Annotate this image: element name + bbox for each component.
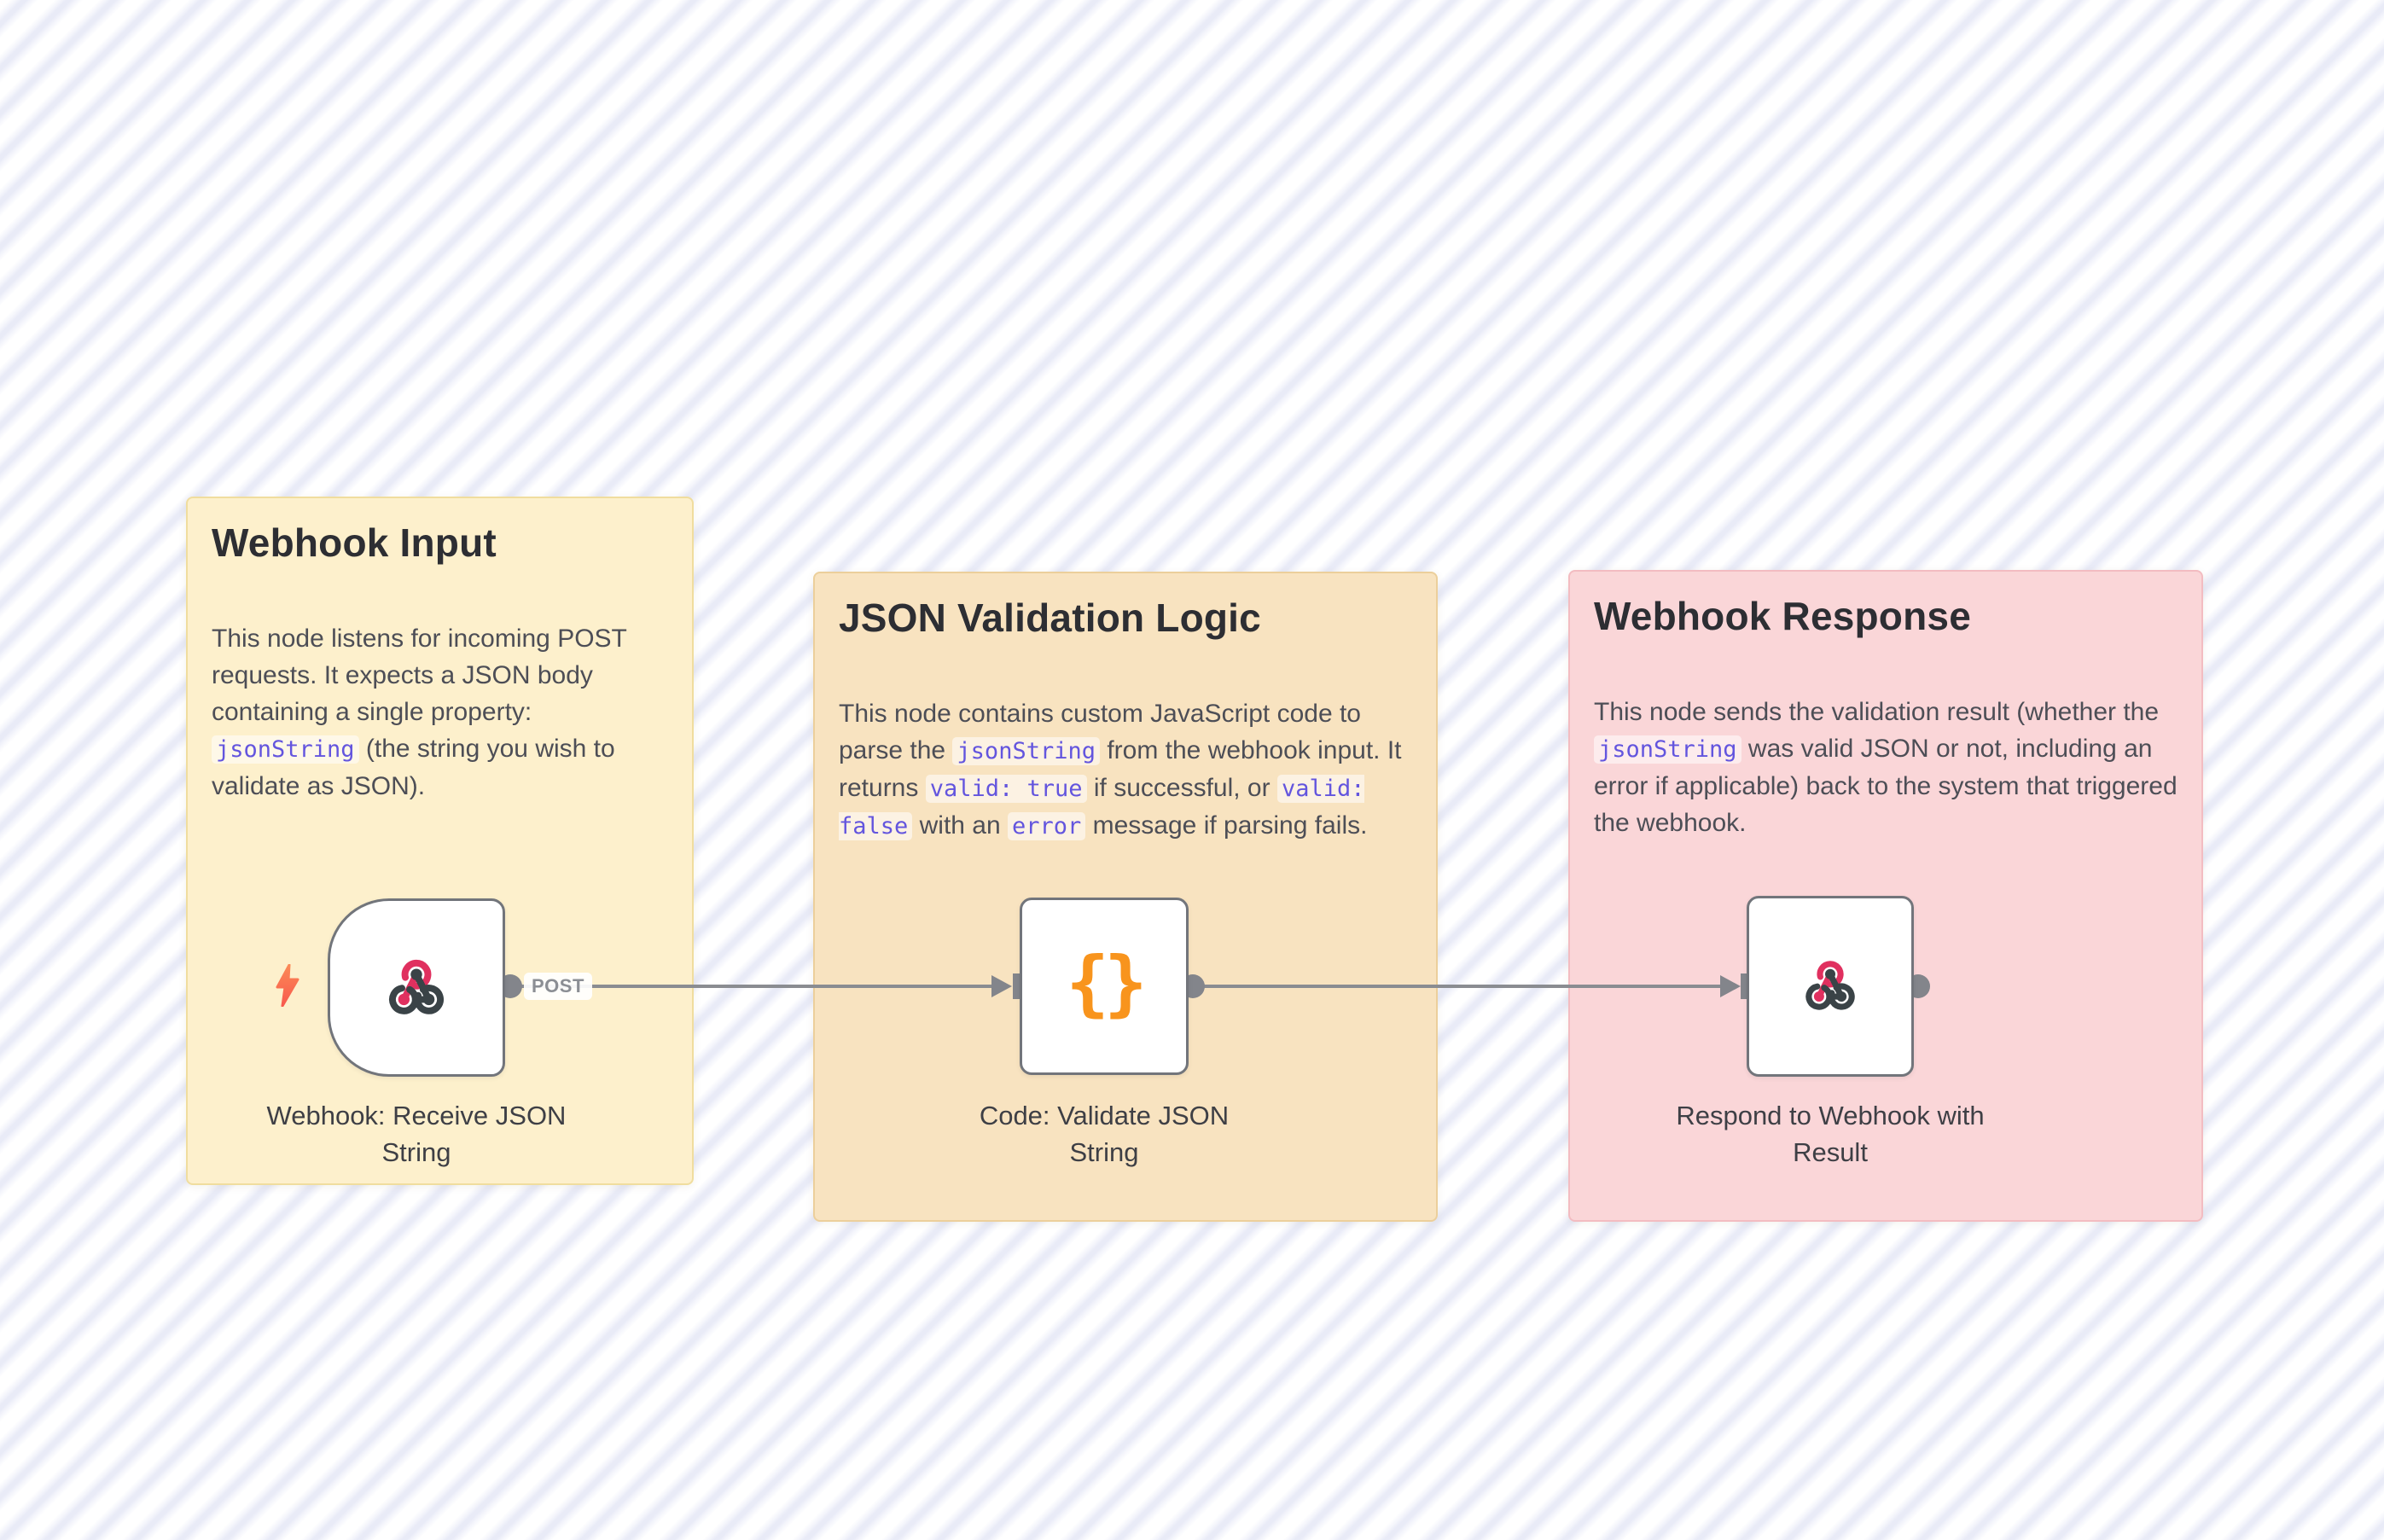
- input-port-arrow-icon[interactable]: [1720, 975, 1741, 997]
- port-label-text: POST: [532, 975, 584, 997]
- node-label-webhook: Webhook: Receive JSON String: [266, 1101, 567, 1167]
- input-port[interactable]: [1741, 973, 1747, 999]
- inline-code: valid: false: [839, 774, 1365, 840]
- webhook-icon: [1805, 961, 1855, 1010]
- inline-code: error: [1008, 811, 1086, 840]
- inline-code: jsonString: [1594, 735, 1741, 764]
- webhook-icon: [389, 959, 444, 1014]
- sticky-body-text: This node listens for incoming POST requ…: [212, 624, 627, 800]
- inline-code: valid: true: [925, 774, 1087, 803]
- connection-line: [510, 985, 997, 988]
- sticky-note-webhook-input[interactable]: Webhook Input This node listens for inco…: [186, 497, 694, 1185]
- trigger-lightning-icon: [276, 964, 299, 1007]
- connection-line: [1193, 985, 1722, 988]
- input-port[interactable]: [1013, 973, 1020, 999]
- inline-code: jsonString: [212, 735, 359, 764]
- sticky-title: JSON Validation Logic: [839, 596, 1261, 640]
- sticky-body-text: This node sends the validation result (w…: [1594, 697, 2178, 837]
- node-webhook-trigger[interactable]: [328, 898, 505, 1077]
- node-respond-to-webhook[interactable]: [1747, 896, 1914, 1077]
- inline-code: jsonString: [952, 736, 1100, 765]
- sticky-title: Webhook Input: [212, 520, 497, 565]
- sticky-body-text: This node contains custom JavaScript cod…: [839, 699, 1402, 840]
- input-port-arrow-icon[interactable]: [991, 975, 1012, 997]
- node-label-code: Code: Validate JSON String: [979, 1101, 1230, 1167]
- node-code[interactable]: {}: [1020, 898, 1189, 1075]
- sticky-note-json-validation-logic[interactable]: JSON Validation Logic This node contains…: [813, 572, 1438, 1222]
- sticky-title: Webhook Response: [1594, 594, 1971, 638]
- node-label-respond: Respond to Webhook with Result: [1676, 1101, 1985, 1167]
- output-port-label: POST: [524, 973, 592, 1000]
- code-braces-icon: {}: [1066, 941, 1147, 1025]
